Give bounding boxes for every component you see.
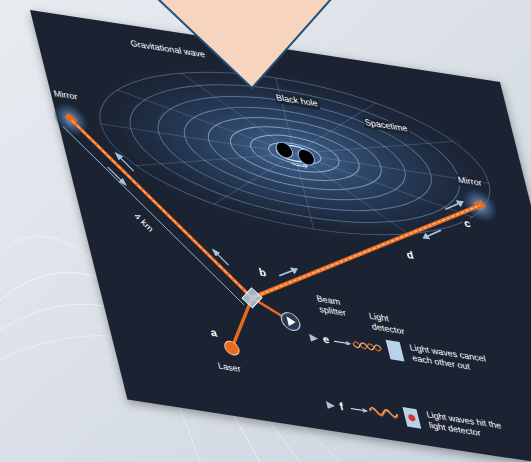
callout-letter: e	[320, 333, 331, 346]
callout-letter: b	[256, 266, 268, 279]
callout-letter: d	[404, 248, 416, 261]
part-label: Beam splitter	[314, 293, 363, 321]
part-label: Mirror	[51, 88, 79, 103]
note-text: Light waves cancel each other out	[407, 342, 500, 377]
wave-label: Gravitational wave	[128, 38, 207, 60]
callout-letter: a	[208, 326, 219, 339]
part-label: Light detector	[367, 311, 416, 339]
note-text: Light waves hit the light detector	[424, 409, 507, 442]
callout-letter: f	[337, 400, 346, 413]
part-label: Laser	[216, 361, 243, 375]
